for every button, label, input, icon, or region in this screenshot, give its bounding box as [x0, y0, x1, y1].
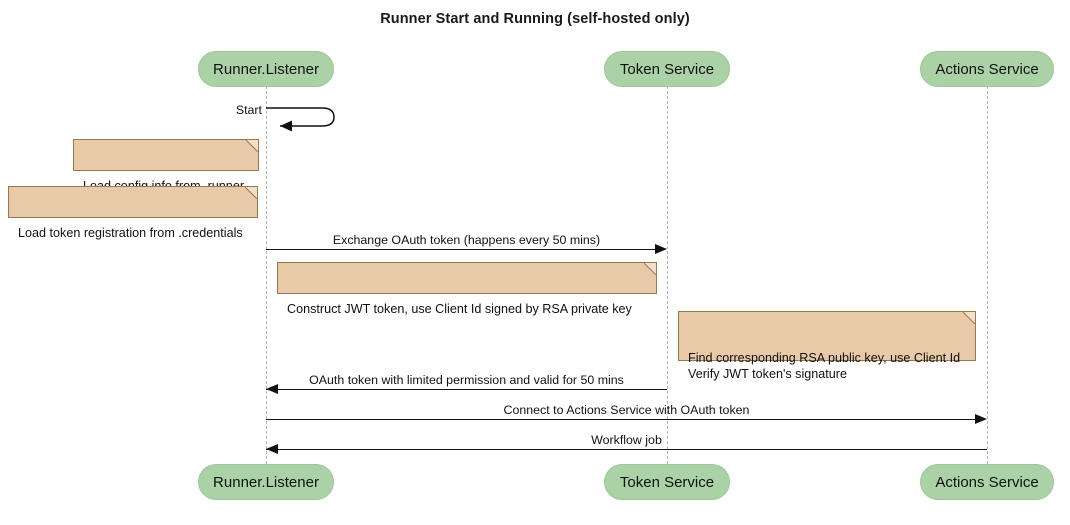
note-construct-jwt: Construct JWT token, use Client Id signe…: [277, 262, 657, 316]
message-label-start: Start: [235, 103, 262, 117]
participant-actions-top[interactable]: Actions Service: [920, 51, 1054, 87]
self-message-start: [266, 104, 346, 132]
message-label-exchange-oauth-token: Exchange OAuth token (happens every 50 m…: [332, 233, 601, 247]
message-line-connect-actions-service: [266, 419, 985, 420]
note-text: Construct JWT token, use Client Id signe…: [287, 302, 632, 316]
message-line-workflow-job: [266, 449, 987, 450]
participant-actions-bottom[interactable]: Actions Service: [920, 464, 1054, 500]
participant-runner-top[interactable]: Runner.Listener: [198, 51, 334, 87]
participant-label: Actions Service: [935, 473, 1039, 491]
participant-label: Actions Service: [935, 60, 1039, 78]
note-text: Find corresponding RSA public key, use C…: [688, 351, 961, 381]
note-fold-icon: [644, 263, 656, 275]
message-line-oauth-token-returned: [266, 389, 667, 390]
note-load-config: Load config info from .runner: [73, 139, 259, 193]
participant-runner-bottom[interactable]: Runner.Listener: [198, 464, 334, 500]
participant-label: Runner.Listener: [213, 473, 319, 491]
note-verify-jwt: Find corresponding RSA public key, use C…: [678, 311, 976, 381]
lifeline-actions: [987, 86, 988, 464]
participant-label: Token Service: [619, 60, 715, 78]
message-line-exchange-oauth-token: [266, 249, 665, 250]
message-label-workflow-job: Workflow job: [591, 433, 662, 447]
arrowhead-workflow-job: [266, 443, 278, 454]
participant-label: Runner.Listener: [213, 60, 319, 78]
note-fold-icon: [963, 312, 975, 324]
arrowhead-oauth-token-returned: [266, 383, 278, 394]
note-text: Load token registration from .credential…: [18, 226, 243, 240]
page-title: Runner Start and Running (self-hosted on…: [380, 11, 690, 27]
note-load-token-registration: Load token registration from .credential…: [8, 186, 258, 240]
participant-token-bottom[interactable]: Token Service: [604, 464, 730, 500]
message-label-oauth-token-returned: OAuth token with limited permission and …: [309, 373, 624, 387]
participant-token-top[interactable]: Token Service: [604, 51, 730, 87]
arrowhead-connect-actions-service: [975, 413, 987, 424]
arrowhead-exchange-oauth-token: [655, 243, 667, 254]
note-fold-icon: [246, 140, 258, 152]
note-fold-icon: [245, 187, 257, 199]
message-label-connect-actions-service: Connect to Actions Service with OAuth to…: [503, 403, 750, 417]
participant-label: Token Service: [619, 473, 715, 491]
lifeline-runner: [266, 86, 267, 464]
lifeline-token: [667, 86, 668, 464]
